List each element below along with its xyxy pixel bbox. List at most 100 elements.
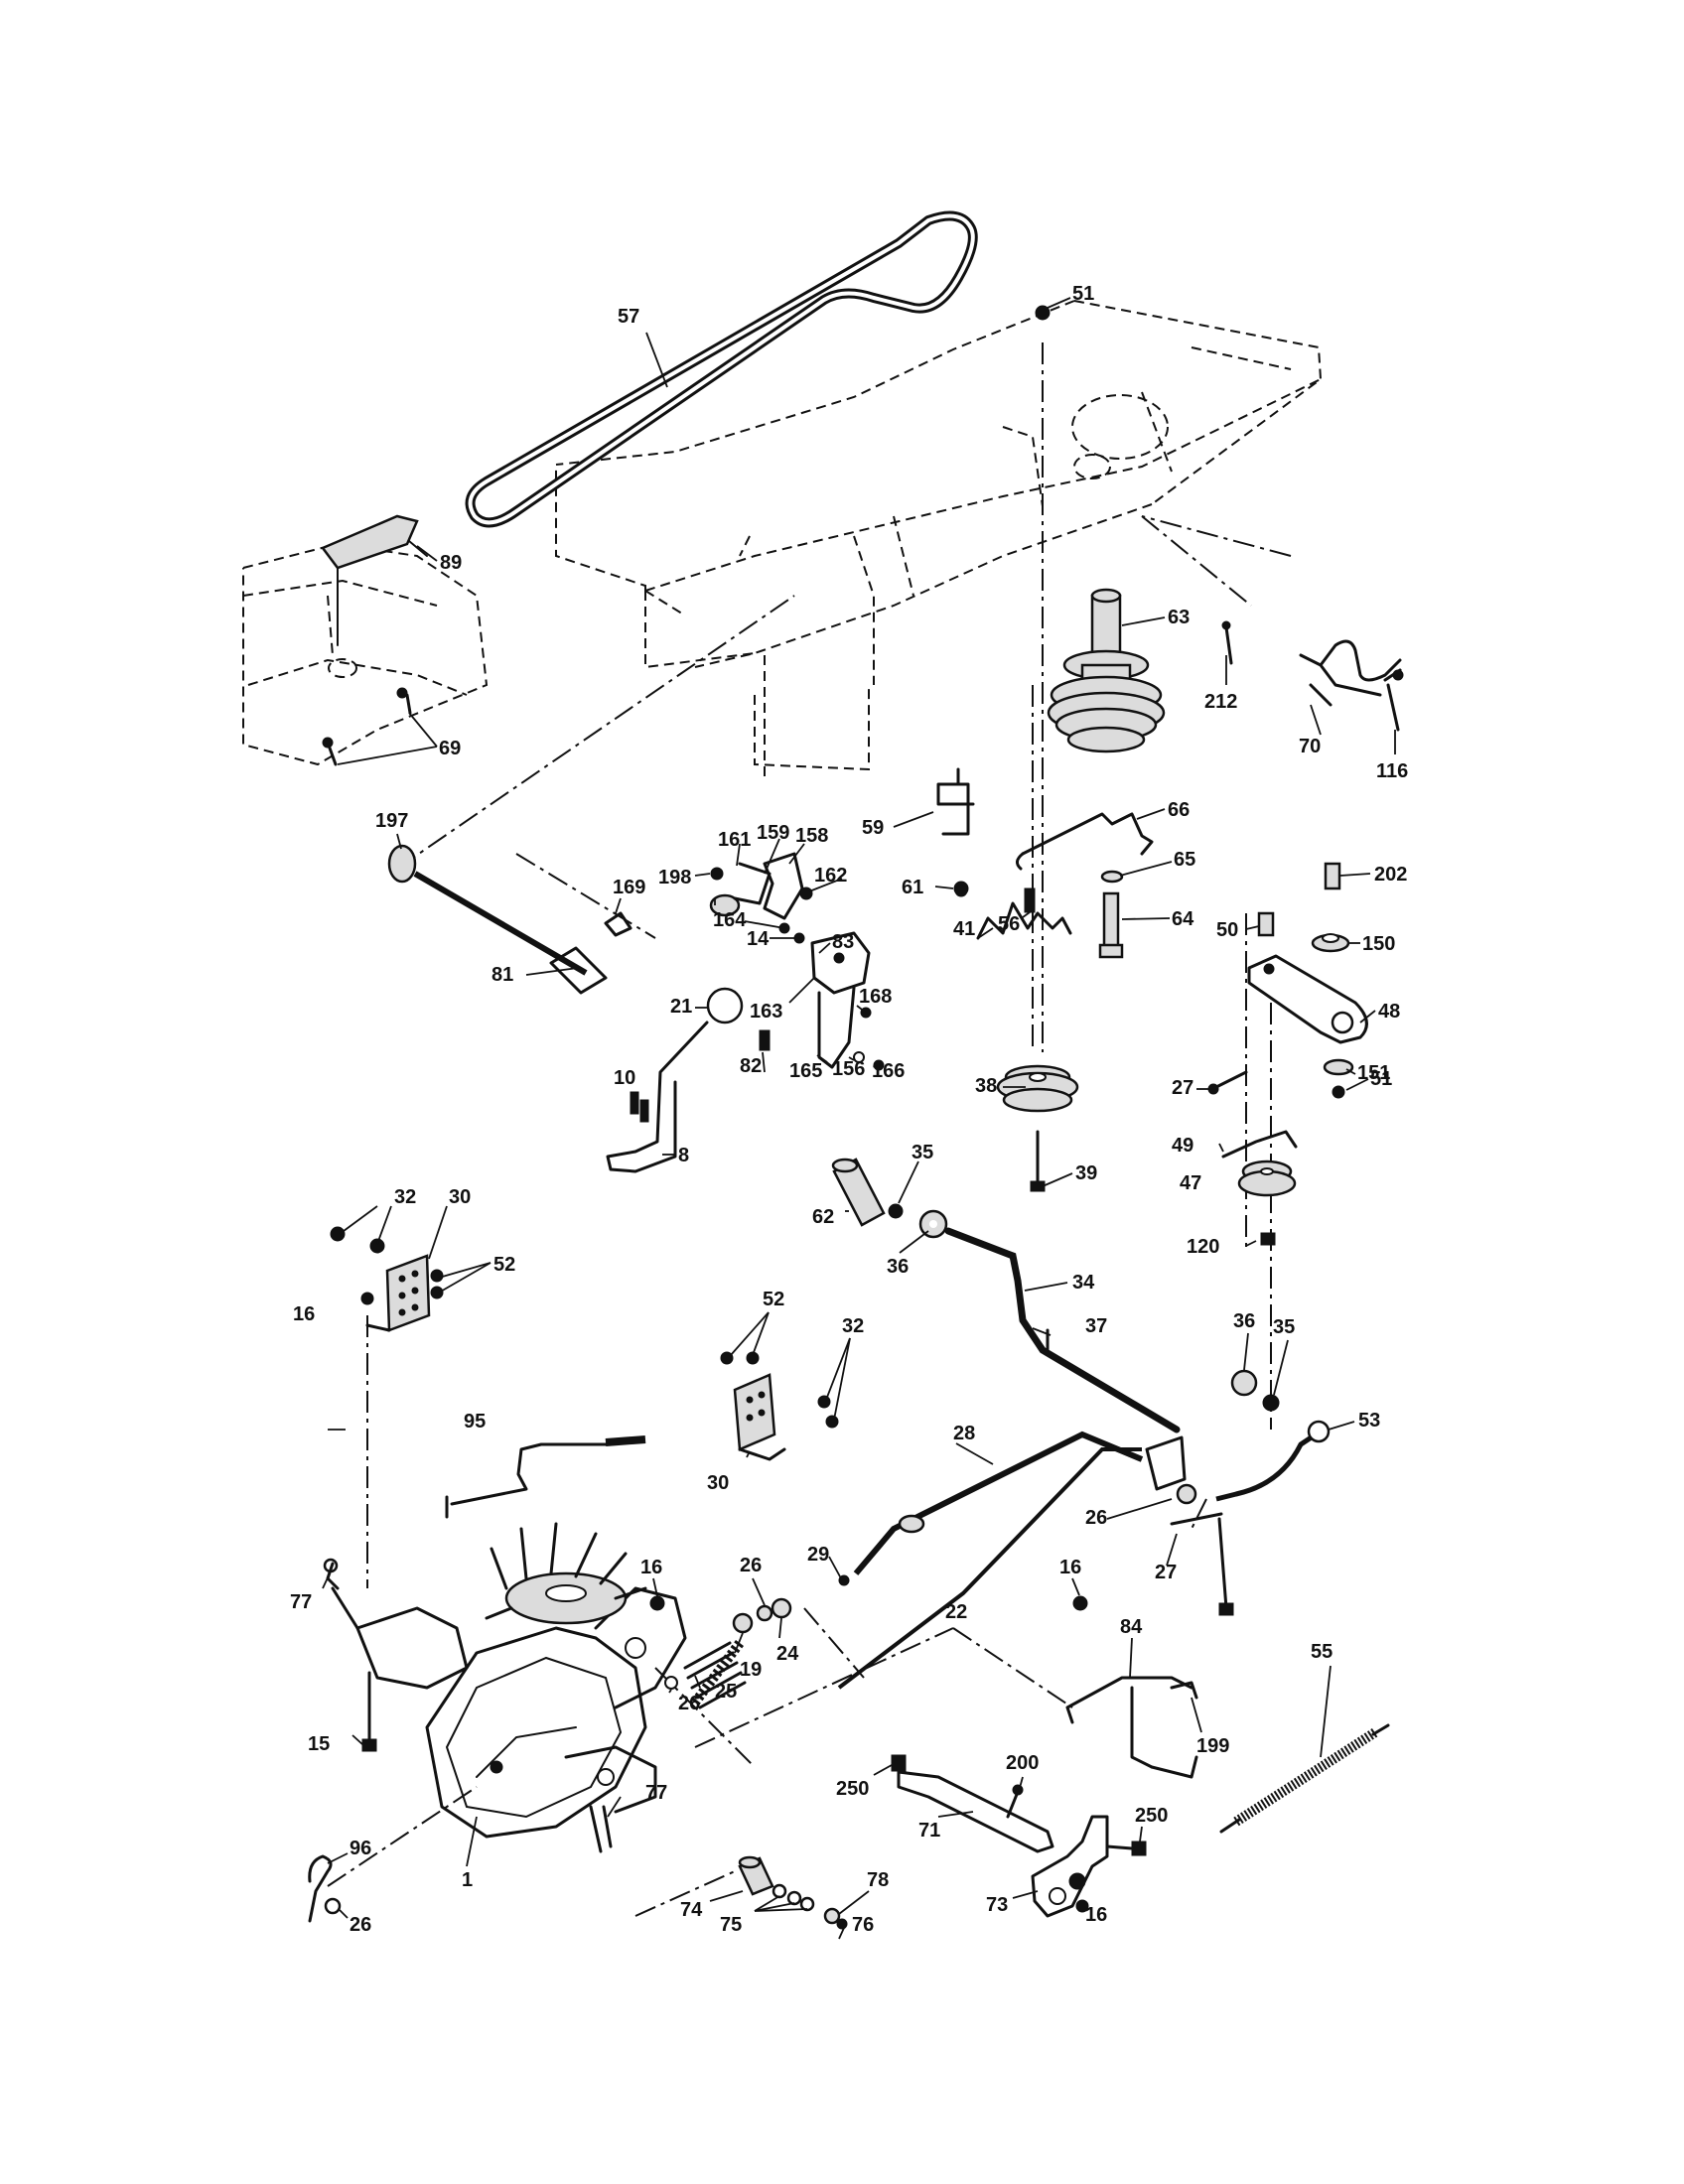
callout-62: 62: [812, 1206, 834, 1228]
callout-198: 198: [658, 867, 691, 888]
callout-168: 168: [859, 986, 892, 1008]
bolt-250b: [1105, 1841, 1147, 1856]
idler-pulley-47: [1237, 1160, 1297, 1197]
callout-163: 163: [750, 1001, 782, 1023]
bushing-74: [738, 1855, 774, 1896]
part-159: [733, 862, 772, 905]
callout-84: 84: [1120, 1616, 1143, 1638]
spring-25: [683, 1640, 747, 1709]
nut-16b: [649, 1595, 665, 1611]
callout-26: 26: [740, 1555, 762, 1576]
clip-169: [604, 911, 632, 937]
callout-29: 29: [807, 1544, 829, 1566]
bolt-250a: [891, 1754, 907, 1772]
callout-26: 26: [1085, 1507, 1107, 1529]
bolt-200: [1006, 1784, 1024, 1819]
pin-77b: [589, 1805, 613, 1853]
callout-197: 197: [375, 810, 408, 832]
callout-150: 150: [1362, 933, 1395, 955]
callout-21: 21: [670, 996, 692, 1018]
nut-51a: [1035, 305, 1051, 321]
callout-30: 30: [449, 1186, 471, 1208]
link-71: [897, 1770, 1054, 1853]
callout-116: 116: [1376, 760, 1408, 782]
callout-16: 16: [1085, 1904, 1107, 1926]
callout-27: 27: [1155, 1562, 1177, 1583]
callout-151: 151: [1357, 1062, 1390, 1084]
washer-156: [853, 1051, 865, 1063]
bracket-26a: [1145, 1435, 1197, 1505]
bolt-212: [1221, 620, 1233, 665]
bracket-84: [1065, 1676, 1198, 1779]
rod-53: [1215, 1420, 1331, 1502]
callout-164: 164: [713, 909, 747, 931]
bolt-27: [1207, 1070, 1248, 1095]
callout-39: 39: [1075, 1162, 1097, 1184]
rod-66: [1016, 812, 1154, 871]
callout-159: 159: [757, 822, 789, 844]
bolt-202: [1324, 862, 1341, 890]
bolt-116: [1386, 669, 1404, 732]
idler-plate-48: [1247, 954, 1368, 1044]
bracket-30b: [733, 1373, 786, 1461]
nut-16d: [1068, 1872, 1089, 1913]
washer-35b: [1262, 1394, 1280, 1412]
callout-10: 10: [614, 1067, 635, 1089]
callout-165: 165: [789, 1060, 822, 1082]
callout-53: 53: [1358, 1410, 1380, 1432]
callout-38: 38: [975, 1075, 997, 1097]
nut-16c: [1072, 1595, 1088, 1611]
callout-120: 120: [1187, 1236, 1219, 1258]
rod-34: [944, 1227, 1181, 1433]
washer-26c: [664, 1676, 678, 1690]
part-164-14: [778, 922, 805, 944]
callout-169: 169: [613, 877, 645, 898]
callout-26: 26: [678, 1693, 700, 1714]
bolt-15: [361, 1671, 377, 1752]
nut-61: [954, 884, 968, 897]
bolt-56: [1024, 887, 1036, 913]
bushing-62: [831, 1158, 886, 1227]
callout-labels: 57 51 89 63 212 70 116 69 197 59 66 161 …: [290, 283, 1408, 1936]
callout-16: 16: [1059, 1557, 1081, 1578]
callout-47: 47: [1180, 1172, 1201, 1194]
bolt-166: [873, 1059, 885, 1071]
callout-34: 34: [1072, 1272, 1095, 1294]
washer-26b: [756, 1604, 773, 1622]
part-19: [732, 1612, 754, 1634]
callout-64: 64: [1172, 908, 1194, 930]
washer-36b: [1230, 1369, 1258, 1397]
callout-63: 63: [1168, 607, 1190, 628]
bushing-197: [387, 844, 417, 884]
callout-61: 61: [902, 877, 923, 898]
tractor-frame: [555, 300, 1323, 779]
bolts-32a: [330, 1226, 385, 1254]
callout-49: 49: [1172, 1135, 1193, 1157]
callout-156: 156: [832, 1058, 865, 1080]
callout-199: 199: [1196, 1735, 1229, 1757]
callout-161: 161: [718, 829, 751, 851]
spring-70: [1299, 639, 1402, 707]
shift-lever-8: [606, 1021, 709, 1173]
callout-57: 57: [618, 306, 639, 328]
callout-73: 73: [986, 1894, 1008, 1916]
callout-27: 27: [1172, 1077, 1193, 1099]
part-78-76: [823, 1907, 848, 1930]
nut-51: [1332, 1085, 1345, 1099]
bolt-39: [1030, 1130, 1046, 1192]
callout-74: 74: [680, 1899, 703, 1921]
callout-96: 96: [350, 1838, 371, 1859]
bracket-89: [321, 514, 428, 646]
callout-24: 24: [776, 1643, 799, 1665]
washer-65: [1100, 870, 1124, 884]
callout-32: 32: [394, 1186, 416, 1208]
callout-35: 35: [1273, 1316, 1295, 1338]
leader-lines: [322, 297, 1396, 1940]
callout-50: 50: [1216, 919, 1238, 941]
bracket-30a: [365, 1254, 431, 1332]
callout-83: 83: [832, 931, 854, 953]
callout-36: 36: [1233, 1310, 1255, 1332]
part-24: [771, 1597, 792, 1619]
callout-71: 71: [918, 1820, 940, 1842]
callout-81: 81: [491, 964, 513, 986]
